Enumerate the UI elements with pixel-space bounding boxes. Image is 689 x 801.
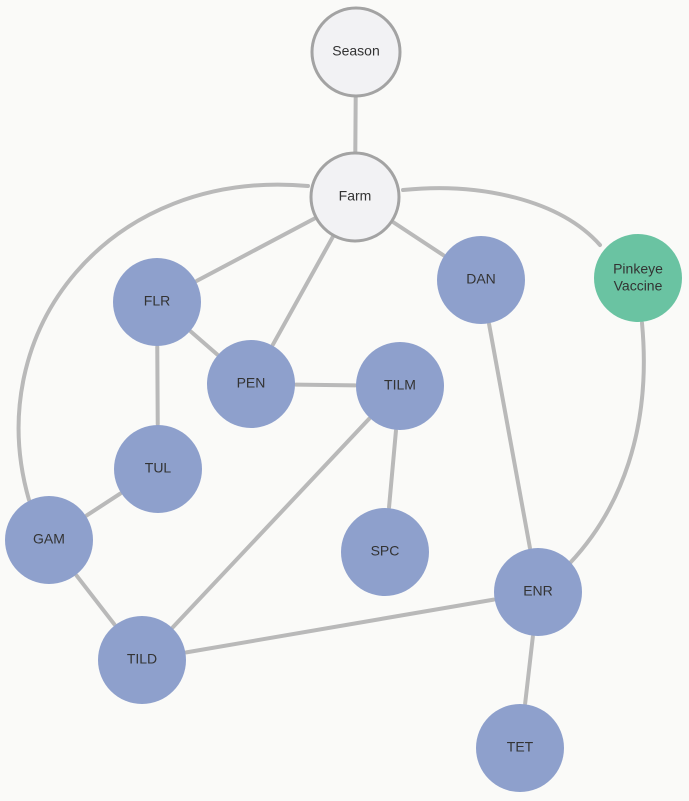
edge-gam-tild xyxy=(74,573,117,627)
node-pen[interactable]: PEN xyxy=(207,340,295,428)
node-tul[interactable]: TUL xyxy=(114,425,202,513)
node-circle-tilm[interactable] xyxy=(356,342,444,430)
edge-tilm-spc xyxy=(387,428,398,510)
edge-flr-pen xyxy=(188,329,220,357)
node-spc[interactable]: SPC xyxy=(341,508,429,596)
edge-farm-dan xyxy=(390,219,446,258)
node-circle-enr[interactable] xyxy=(494,548,582,636)
node-circle-gam[interactable] xyxy=(5,496,93,584)
node-label-tet: TET xyxy=(507,739,534,755)
node-tild[interactable]: TILD xyxy=(98,616,186,704)
edge-tild-enr xyxy=(184,597,496,655)
node-season[interactable]: Season xyxy=(310,6,402,98)
node-label-dan: DAN xyxy=(466,271,496,287)
edge-farm-flr xyxy=(194,216,318,283)
edge-tilm-tild xyxy=(170,416,372,630)
edge-dan-enr xyxy=(487,322,532,550)
node-label-pen: PEN xyxy=(237,375,266,391)
node-tilm[interactable]: TILM xyxy=(356,342,444,430)
edge-farm-pen xyxy=(270,234,336,347)
edge-pen-tilm xyxy=(293,382,358,388)
node-circle-tild[interactable] xyxy=(98,616,186,704)
edge-tul-gam xyxy=(84,491,123,518)
node-circle-farm[interactable] xyxy=(309,151,401,243)
node-label-farm: Farm xyxy=(339,188,372,204)
node-gam[interactable]: GAM xyxy=(5,496,93,584)
node-label-enr: ENR xyxy=(523,583,553,599)
node-circle-tet[interactable] xyxy=(476,704,564,792)
node-farm[interactable]: Farm xyxy=(309,151,401,243)
node-flr[interactable]: FLR xyxy=(113,258,201,346)
node-label-tild: TILD xyxy=(127,651,157,667)
node-tet[interactable]: TET xyxy=(476,704,564,792)
node-circle-spc[interactable] xyxy=(341,508,429,596)
edges-layer xyxy=(16,94,646,706)
node-label-spc: SPC xyxy=(371,543,400,559)
node-label-gam: GAM xyxy=(33,531,65,547)
edge-farm-gam xyxy=(16,182,310,502)
node-label-tilm: TILM xyxy=(384,377,416,393)
node-label-season: Season xyxy=(332,43,379,59)
edge-farm-pinkeye xyxy=(401,186,602,247)
node-circle-tul[interactable] xyxy=(114,425,202,513)
node-circle-season[interactable] xyxy=(310,6,402,98)
node-label-tul: TUL xyxy=(145,460,172,476)
node-label-flr: FLR xyxy=(144,293,170,309)
node-enr[interactable]: ENR xyxy=(494,548,582,636)
node-circle-dan[interactable] xyxy=(437,236,525,324)
node-circle-pinkeye[interactable] xyxy=(594,234,682,322)
node-circle-flr[interactable] xyxy=(113,258,201,346)
edge-enr-tet xyxy=(523,634,535,706)
node-dan[interactable]: DAN xyxy=(437,236,525,324)
node-circle-pen[interactable] xyxy=(207,340,295,428)
edge-pinkeye-enr xyxy=(568,321,646,565)
